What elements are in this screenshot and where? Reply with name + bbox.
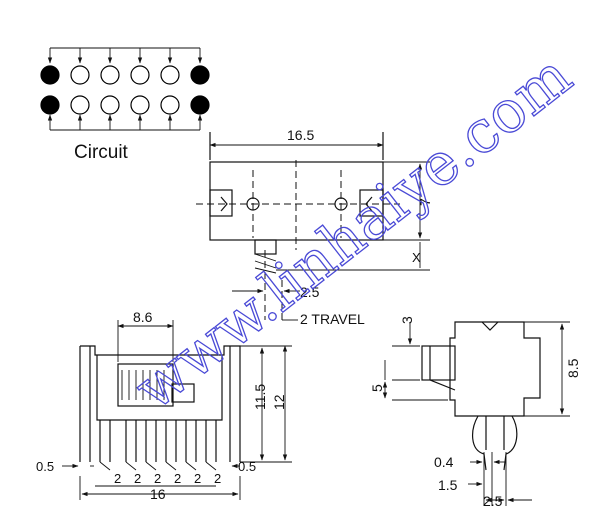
pin-width-right-label: 0.5 xyxy=(238,459,256,474)
height-11-5-label: 11.5 xyxy=(252,384,268,410)
side-view: 3 5 8.5 0.4 1.5 2.5 xyxy=(369,316,581,509)
switch-contact xyxy=(100,95,120,115)
switch-contact xyxy=(70,65,90,85)
pin-width-label: 0.5 xyxy=(36,459,54,474)
height-12-label: 12 xyxy=(271,394,287,410)
top-pitch-label: 2.5 xyxy=(300,284,320,300)
top-x-label: X xyxy=(412,250,421,265)
common-contact xyxy=(190,65,210,85)
side-height-label: 8.5 xyxy=(565,358,581,378)
side-top-label: 3 xyxy=(399,316,415,324)
pin-pitch-label: 2 xyxy=(214,471,221,486)
total-width-label: 16 xyxy=(150,486,166,502)
circuit-label: Circuit xyxy=(74,142,129,163)
switch-contact xyxy=(70,95,90,115)
switch-contact xyxy=(160,95,180,115)
pin-pitch-label: 2 xyxy=(174,471,181,486)
pin-pitch-label: 2 xyxy=(134,471,141,486)
side-offset-label: 1.5 xyxy=(438,477,458,493)
common-contact xyxy=(40,95,60,115)
common-contact xyxy=(40,65,60,85)
travel-label: 2 TRAVEL xyxy=(300,311,365,327)
top-view: 16.5 7 X 2.5 2 TRAVEL xyxy=(196,127,433,327)
circuit-diagram: Circuit xyxy=(40,47,210,163)
pin-pitch-label: 2 xyxy=(154,471,161,486)
pin-pitch-label: 2 xyxy=(194,471,201,486)
top-height-label: 7 xyxy=(417,198,433,206)
common-contact xyxy=(190,95,210,115)
pin-pitch-label: 2 xyxy=(114,471,121,486)
switch-contact xyxy=(130,95,150,115)
side-pin-label: 0.4 xyxy=(434,454,454,470)
switch-contact xyxy=(160,65,180,85)
switch-contact xyxy=(100,65,120,85)
actuator-width-label: 8.6 xyxy=(133,309,153,325)
switch-contact xyxy=(130,65,150,85)
watermark-text: www.linhaiye.com xyxy=(122,41,584,423)
side-body-label: 5 xyxy=(369,384,385,392)
top-length-label: 16.5 xyxy=(287,127,314,143)
side-pitch-label: 2.5 xyxy=(483,493,503,509)
